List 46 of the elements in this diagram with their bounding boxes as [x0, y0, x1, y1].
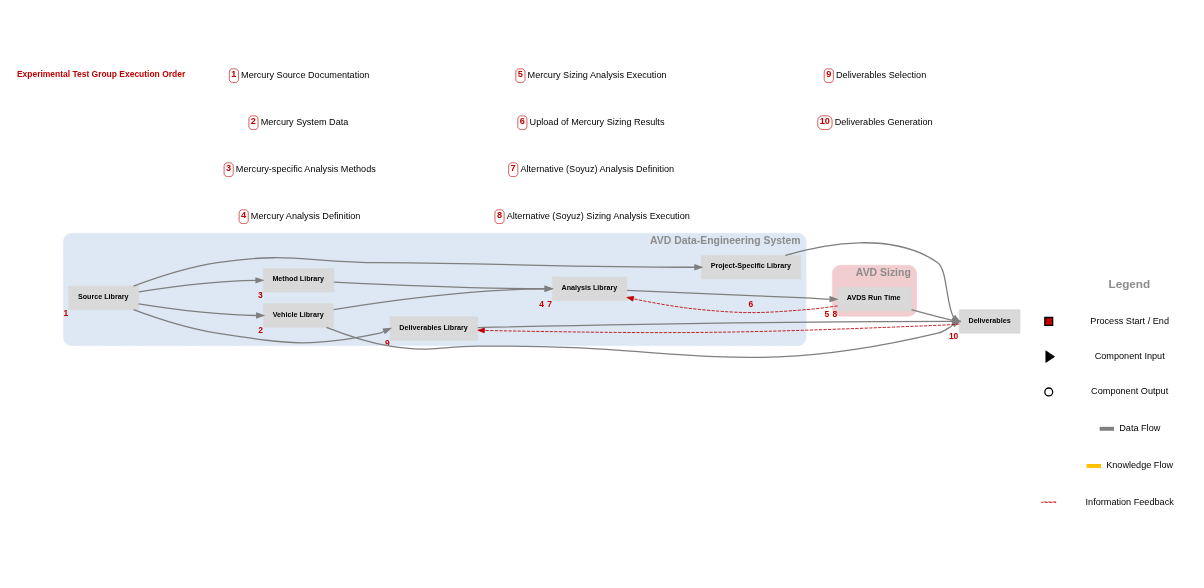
label: Mercury Analysis Definition	[250, 211, 361, 222]
legend-label: Process Start / End	[1090, 315, 1169, 326]
label: 5	[517, 69, 523, 80]
label: 4	[241, 210, 247, 221]
node-label: 2	[258, 325, 264, 336]
label: 8	[496, 210, 502, 221]
label: 3	[226, 163, 232, 174]
arrow	[132, 309, 393, 344]
label: Deliverables Generation	[834, 117, 933, 128]
label: Mercury-specific Analysis Methods	[235, 164, 376, 175]
node-label: 8	[832, 309, 838, 320]
arrow	[333, 281, 554, 292]
legend-label: Data Flow	[1119, 423, 1161, 434]
node-label: 10	[948, 331, 959, 342]
node-label: 5	[824, 309, 830, 320]
legend-label: Information Feedback	[1085, 496, 1174, 507]
arrow	[138, 303, 266, 319]
label: Upload of Mercury Sizing Results	[529, 117, 665, 128]
label: Alternative (Soyuz) Analysis Definition	[520, 164, 675, 175]
label: 9	[826, 69, 832, 80]
legend-label: Component Input	[1094, 351, 1165, 362]
node-label: 3	[258, 290, 263, 301]
label: 1	[231, 69, 237, 80]
node-label: 4	[539, 298, 545, 309]
label: Mercury Source Documentation	[241, 70, 370, 81]
arrow	[626, 296, 838, 314]
edge-label: 6	[748, 298, 754, 309]
label: Mercury System Data	[260, 117, 349, 128]
arrow	[138, 277, 265, 293]
label: 2	[250, 116, 256, 127]
label: 6	[519, 116, 525, 127]
node-label: 7	[547, 298, 552, 309]
label: 7	[510, 163, 516, 174]
arrow	[332, 285, 554, 311]
label: Deliverables Selection	[835, 70, 927, 81]
node-label: 1	[63, 307, 69, 318]
legend-label: Component Output	[1091, 386, 1169, 397]
label: Alternative (Soyuz) Sizing Analysis Execution	[506, 211, 690, 222]
label: 10	[819, 116, 830, 127]
arrow	[626, 289, 839, 303]
label: Experimental Test Group Execution Order	[16, 68, 186, 79]
label: Legend	[1108, 277, 1151, 291]
label: Mercury Sizing Analysis Execution	[527, 70, 667, 81]
arrow	[477, 323, 960, 334]
arrow	[132, 257, 704, 287]
legend-label: Knowledge Flow	[1106, 460, 1174, 471]
